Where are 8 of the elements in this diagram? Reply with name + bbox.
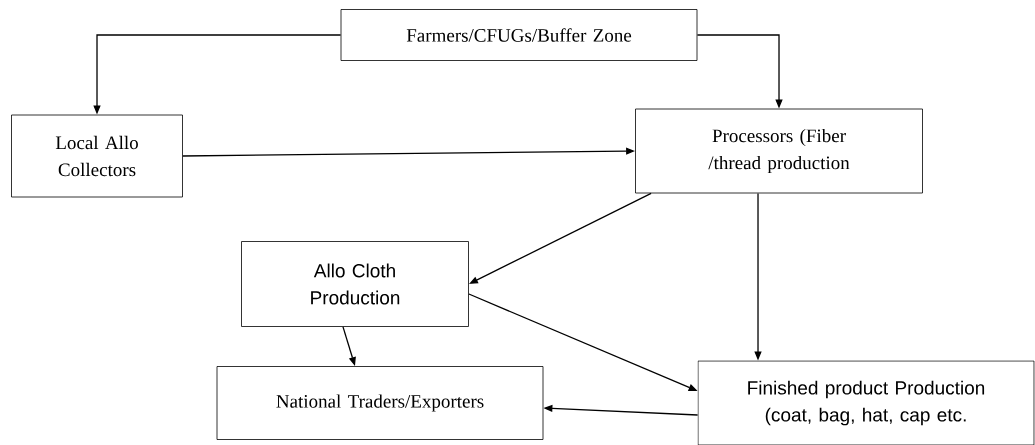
process-box: Processors (Fiber /thread production (635, 108, 923, 194)
process-box: Local Allo Collectors (11, 114, 183, 198)
process-box: Finished product Production (coat, bag, hat, cap etc. (697, 360, 1035, 445)
process-box: Allo Cloth Production (241, 241, 469, 327)
process-box: Farmers/CFUGs/Buffer Zone (340, 9, 698, 61)
arrow (469, 192, 652, 284)
process-box: National Traders/Exporters (216, 366, 544, 440)
arrow (342, 326, 356, 366)
